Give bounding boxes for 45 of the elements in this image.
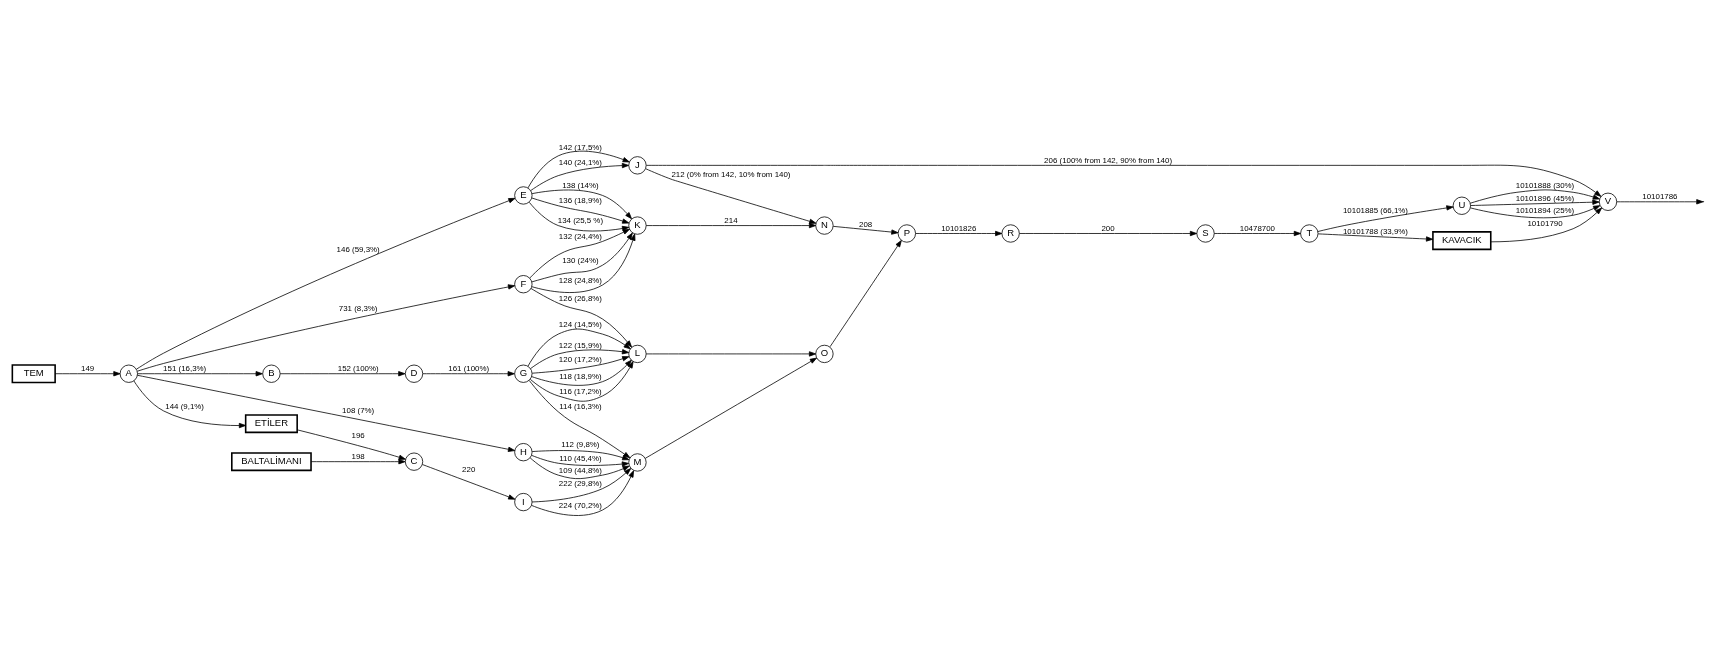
- edge-label: 118 (18,9%): [559, 372, 602, 382]
- edge-label: 206 (100% from 142, 90% from 140): [1044, 155, 1173, 165]
- edge-label: 132 (24,4%): [558, 232, 602, 242]
- edge-label: 149: [81, 364, 95, 374]
- edge-label: 124 (14,5%): [558, 319, 602, 329]
- edge-label: 134 (25,5 %): [557, 216, 604, 226]
- edge-label: 122 (15,9%): [558, 340, 602, 350]
- edge-label: 126 (26,8%): [558, 293, 602, 303]
- edge-label: 10101885 (66,1%): [1342, 205, 1409, 215]
- edge-label: 212 (0% from 142, 10% from 140): [671, 170, 791, 180]
- edge-label: 198: [351, 452, 365, 462]
- edge-label: 146 (59,3%): [336, 244, 380, 254]
- edge-label: 120 (17,2%): [558, 354, 602, 364]
- edge-label: 220: [462, 464, 476, 474]
- edge-label: 109 (44,8%): [558, 465, 602, 475]
- edge-label: 214: [724, 216, 738, 226]
- edge-label: 10101788 (33,9%): [1342, 226, 1409, 236]
- edge-label: 144 (9,1%): [165, 401, 205, 411]
- edge-label: 130 (24%): [562, 255, 599, 265]
- edge-label: 151 (16,3%): [163, 364, 207, 374]
- edge-label: 152 (100%): [337, 364, 379, 374]
- edge-label: 112 (9,8%): [561, 440, 600, 450]
- edge-label: 114 (16,3%): [559, 402, 602, 412]
- edge-label: 128 (24,8%): [558, 275, 602, 285]
- edge-label: 196: [351, 430, 365, 440]
- edge-label: 10478700: [1239, 224, 1276, 234]
- edge-label: 10101894 (25%): [1515, 205, 1575, 215]
- edge-label: 136 (18,9%): [558, 196, 602, 206]
- edge-label: 222 (29,8%): [558, 479, 602, 489]
- edge-label: 142 (17,5%): [558, 142, 602, 152]
- edge-label: 138 (14%): [562, 181, 599, 191]
- edge-label: 200: [1101, 224, 1115, 234]
- edge-label: 161 (100%): [448, 364, 490, 374]
- edge-label: 224 (70,2%): [558, 500, 602, 510]
- edge-label: 110 (45,4%): [559, 453, 602, 463]
- edge-label: 10101888 (30%): [1515, 180, 1575, 190]
- edge-label: 10101786: [1642, 192, 1678, 202]
- edge-label: 108 (7%): [342, 405, 375, 415]
- edge-label: 10101826: [941, 224, 977, 234]
- edge-label: 140 (24,1%): [558, 157, 602, 167]
- edge-label: 731 (8,3%): [338, 304, 378, 314]
- edge-label: 10101896 (45%): [1515, 194, 1575, 204]
- edge-label: 208: [859, 220, 873, 230]
- edge-label: 10101790: [1527, 219, 1563, 229]
- edge-label: 116 (17,2%): [559, 386, 602, 396]
